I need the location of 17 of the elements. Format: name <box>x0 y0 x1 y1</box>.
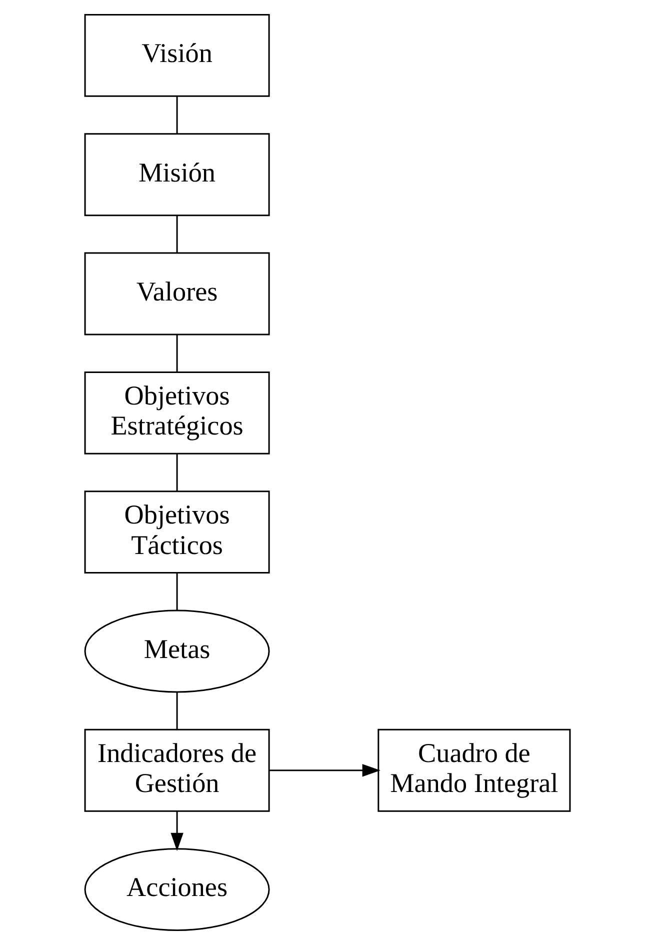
connector <box>176 334 178 372</box>
connector <box>176 454 178 492</box>
node-box: Indicadores de Gestión <box>84 728 270 812</box>
connector <box>176 572 178 610</box>
node-box: Visión <box>84 14 270 97</box>
node-box: Objetivos Estratégicos <box>84 371 270 454</box>
node-ellipse: Acciones <box>84 848 270 932</box>
arrow <box>268 764 380 777</box>
node-ellipse: Metas <box>84 610 270 693</box>
node-box: Cuadro de Mando Integral <box>377 728 570 812</box>
connector <box>176 96 178 134</box>
node-box: Objetivos Tácticos <box>84 490 270 574</box>
connector <box>176 215 178 253</box>
arrow <box>170 811 183 852</box>
node-box: Misión <box>84 133 270 216</box>
node-box: Valores <box>84 252 270 336</box>
connector <box>176 692 178 730</box>
